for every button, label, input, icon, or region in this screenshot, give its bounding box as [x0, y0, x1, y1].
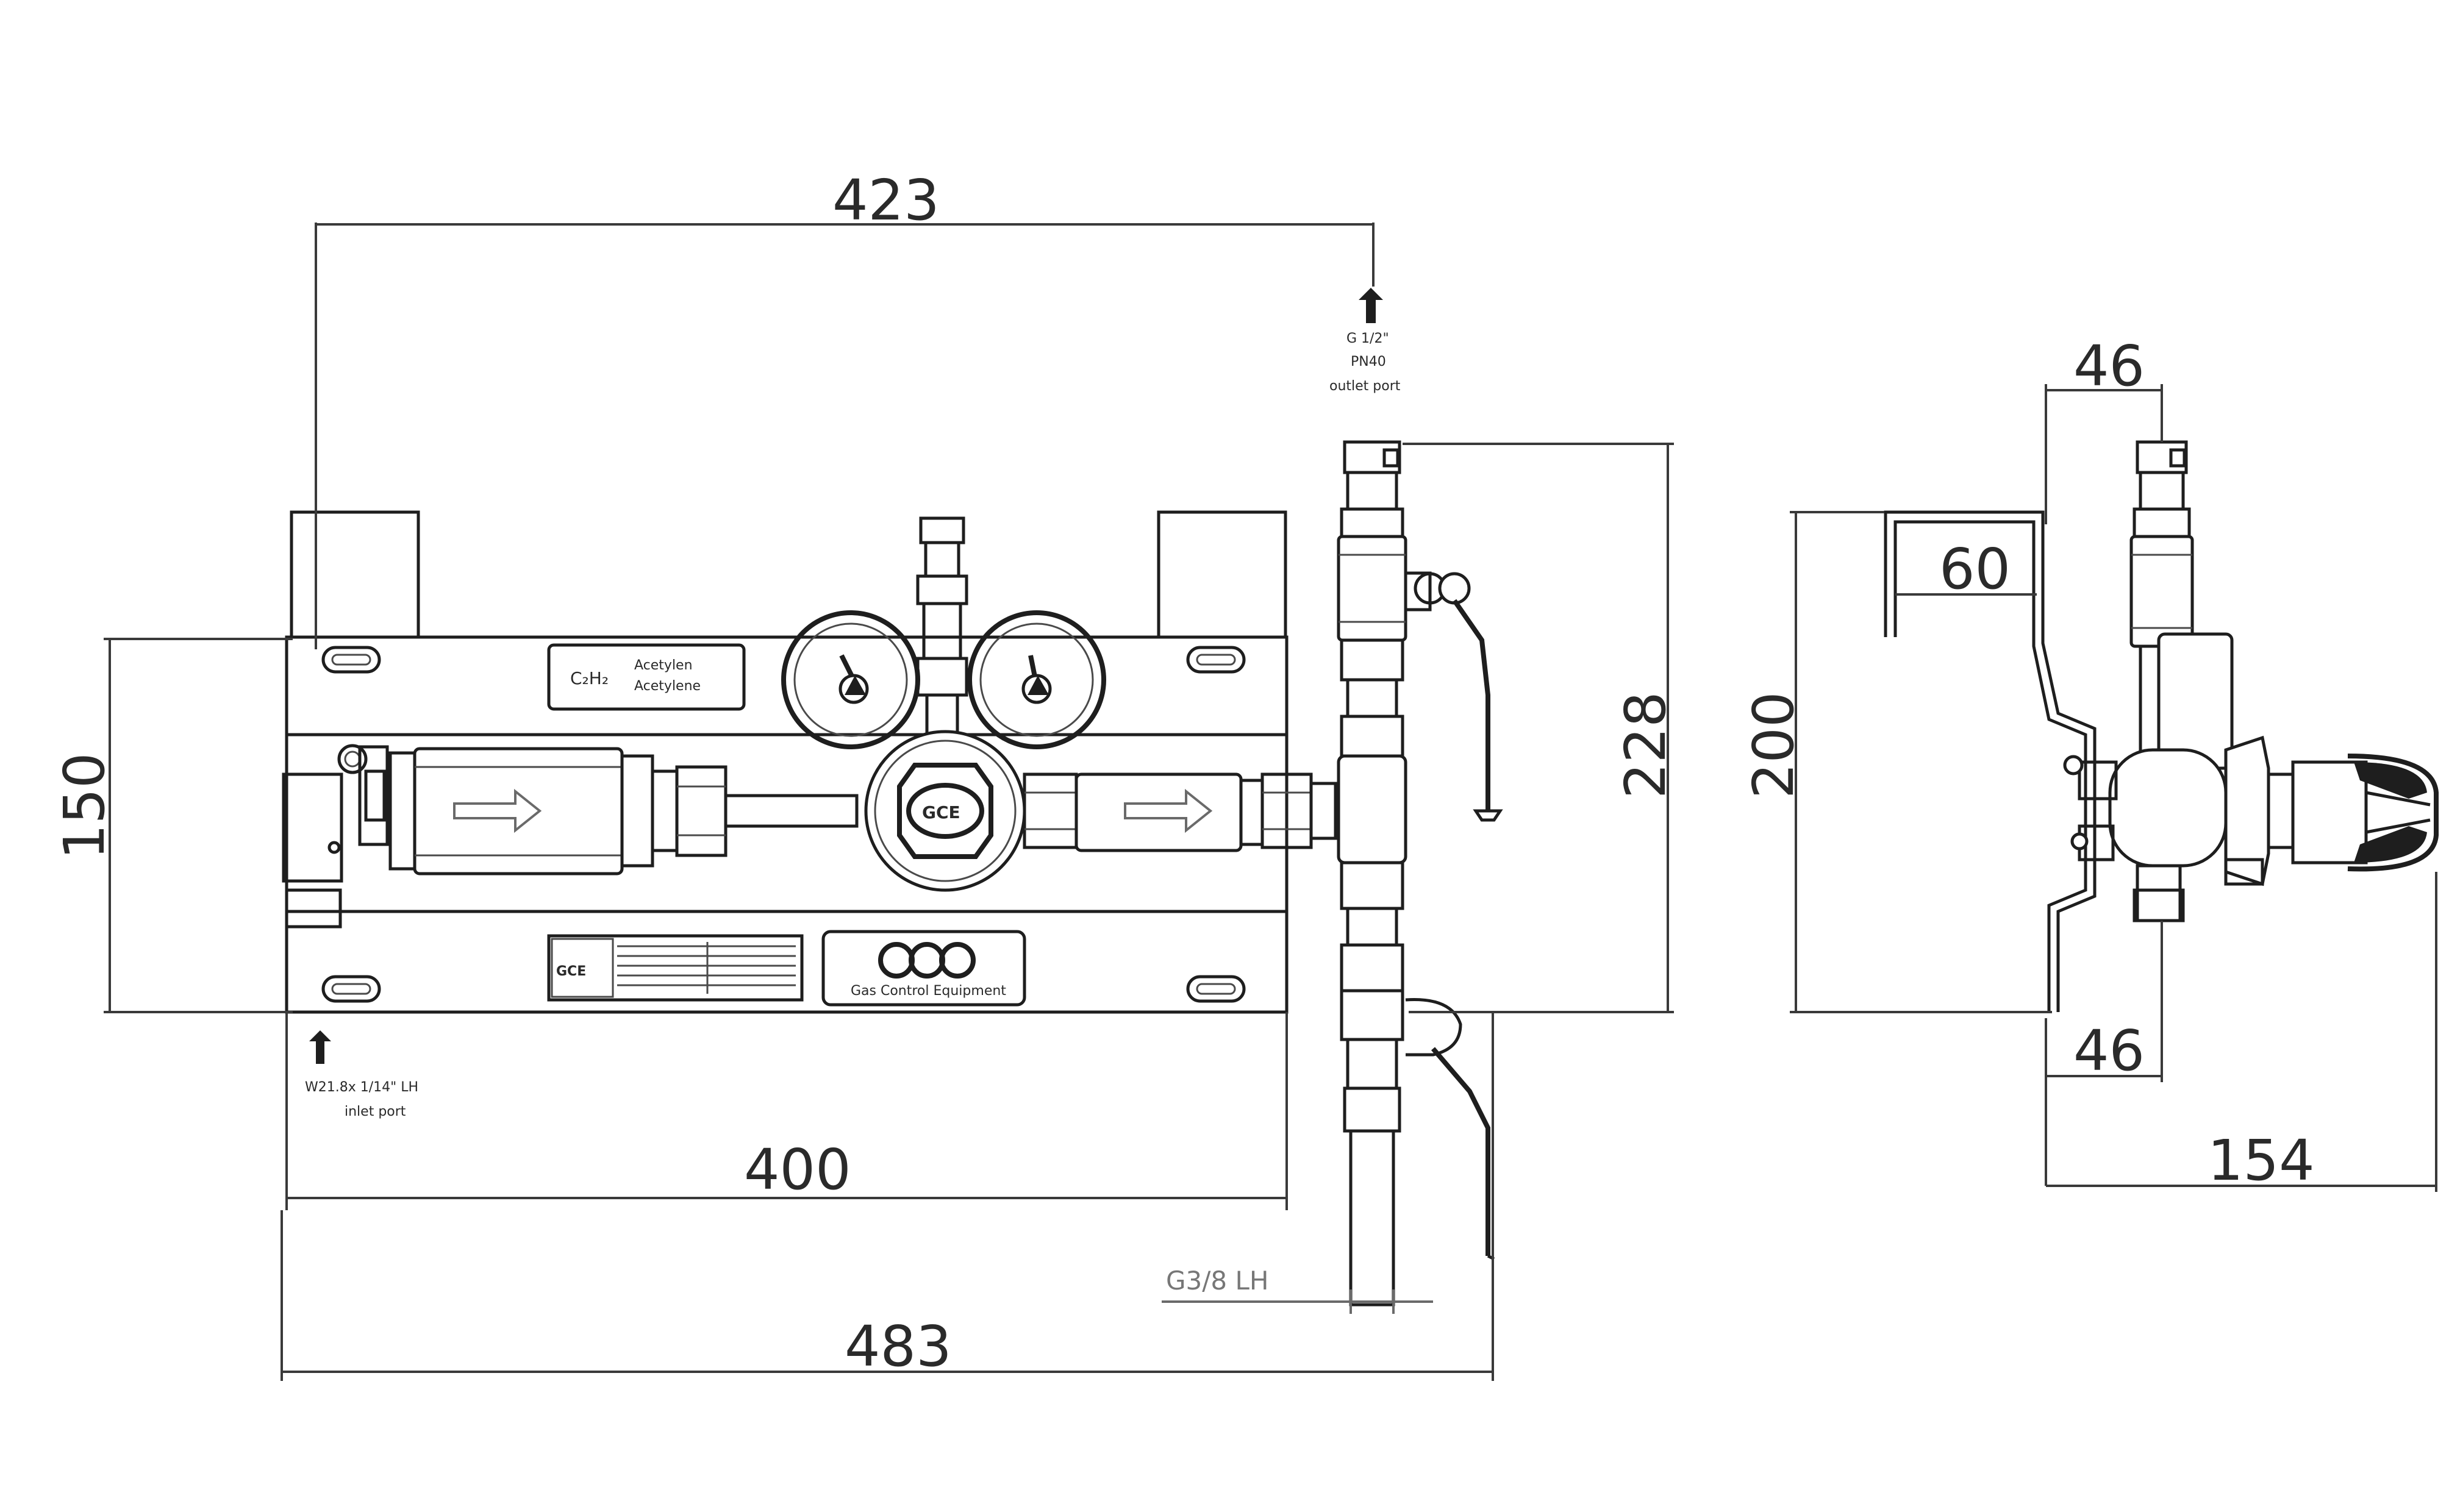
panel-slot-top-right — [1186, 646, 1246, 674]
inlet-port-line1: W21.8x 1/14" LH — [305, 1080, 418, 1095]
regulator-body: GCE — [864, 730, 1026, 892]
regulator-logo: GCE — [922, 802, 960, 822]
outlet-pressure-gauge — [967, 610, 1106, 749]
dim-g38lh-label: G3/8 LH — [1166, 1266, 1268, 1296]
gas-name-line2: Acetylene — [634, 679, 701, 694]
flow-arrow-icon — [1124, 788, 1213, 833]
data-plate: GCE — [547, 934, 804, 1002]
inlet-fitting — [327, 744, 389, 854]
outlet-port-line1: G 1/2" — [1346, 331, 1389, 346]
dimension-150: 150 — [52, 638, 293, 1013]
dimension-228: 228 — [1403, 443, 1678, 1013]
mounting-tab-left — [290, 510, 420, 639]
outlet-port-line3: outlet port — [1329, 379, 1401, 394]
dim-400-label: 400 — [744, 1137, 851, 1202]
svg-text:GCE: GCE — [556, 964, 586, 979]
dimension-46-top: 46 — [2045, 333, 2163, 524]
regulator-stem — [916, 516, 968, 746]
outlet-filter — [1023, 772, 1337, 852]
panel-lower-section — [285, 910, 1289, 1014]
adjusting-knob — [2224, 735, 2439, 886]
panel-left-bracket — [282, 772, 343, 883]
dimension-400: 400 — [285, 1012, 1288, 1210]
mounting-tab-right — [1157, 510, 1287, 639]
dim-60-label: 60 — [1939, 537, 2011, 602]
gas-name-line1: Acetylen — [634, 658, 693, 673]
panel-slot-top-left — [321, 646, 381, 674]
ball-valve-handle-upper — [1404, 571, 1503, 822]
ball-valve-handle-lower — [1405, 998, 1495, 1261]
panel-slot-bottom-right — [1186, 975, 1246, 1003]
dimension-154: 154 — [2046, 872, 2437, 1193]
logo-text: Gas Control Equipment — [851, 983, 1006, 999]
front-view: C₂H₂ Acetylen Acetylene GCE Gas Control … — [52, 168, 1678, 1381]
up-arrow-icon — [309, 1030, 331, 1064]
dim-228-label: 228 — [1613, 691, 1678, 799]
dim-423-label: 423 — [832, 168, 940, 233]
dimension-200: 200 — [1741, 511, 2052, 1013]
outlet-valve-assembly — [1337, 440, 1407, 1307]
dim-46-bottom-label: 46 — [2073, 1018, 2145, 1083]
outlet-port-line2: PN40 — [1351, 354, 1386, 369]
inlet-port-line2: inlet port — [345, 1104, 406, 1119]
gce-logo-plate: Gas Control Equipment — [821, 930, 1026, 1007]
gas-label-plate: C₂H₂ Acetylen Acetylene — [547, 643, 746, 711]
logo-circle-e — [939, 942, 976, 979]
dim-483-label: 483 — [845, 1314, 952, 1379]
dim-200-label: 200 — [1741, 691, 1806, 799]
dim-150-label: 150 — [52, 752, 117, 860]
side-outlet-stack — [2129, 440, 2234, 770]
dim-46-top-label: 46 — [2073, 333, 2145, 399]
panel-slot-bottom-left — [321, 975, 381, 1003]
connecting-pipe — [724, 794, 859, 828]
dim-154-label: 154 — [2208, 1128, 2315, 1193]
side-view: 46 60 200 46 154 — [1741, 333, 2439, 1193]
flow-arrow-icon — [453, 788, 542, 833]
dimension-483: 483 — [281, 1012, 1494, 1381]
panel-upper-section — [285, 635, 1289, 736]
mounting-bracket-profile — [1884, 510, 2097, 1012]
side-regulator-body — [2063, 748, 2228, 922]
up-arrow-icon — [1359, 288, 1383, 323]
dimension-423: 423 — [315, 168, 1375, 649]
dimension-60: 60 — [1895, 537, 2037, 602]
inlet-filter — [388, 747, 728, 875]
gas-formula: C₂H₂ — [570, 668, 609, 688]
dimension-46-bottom: 46 — [2045, 921, 2163, 1186]
panel-foot-left — [285, 888, 342, 929]
dimension-g38lh: G3/8 LH — [1162, 1266, 1433, 1314]
